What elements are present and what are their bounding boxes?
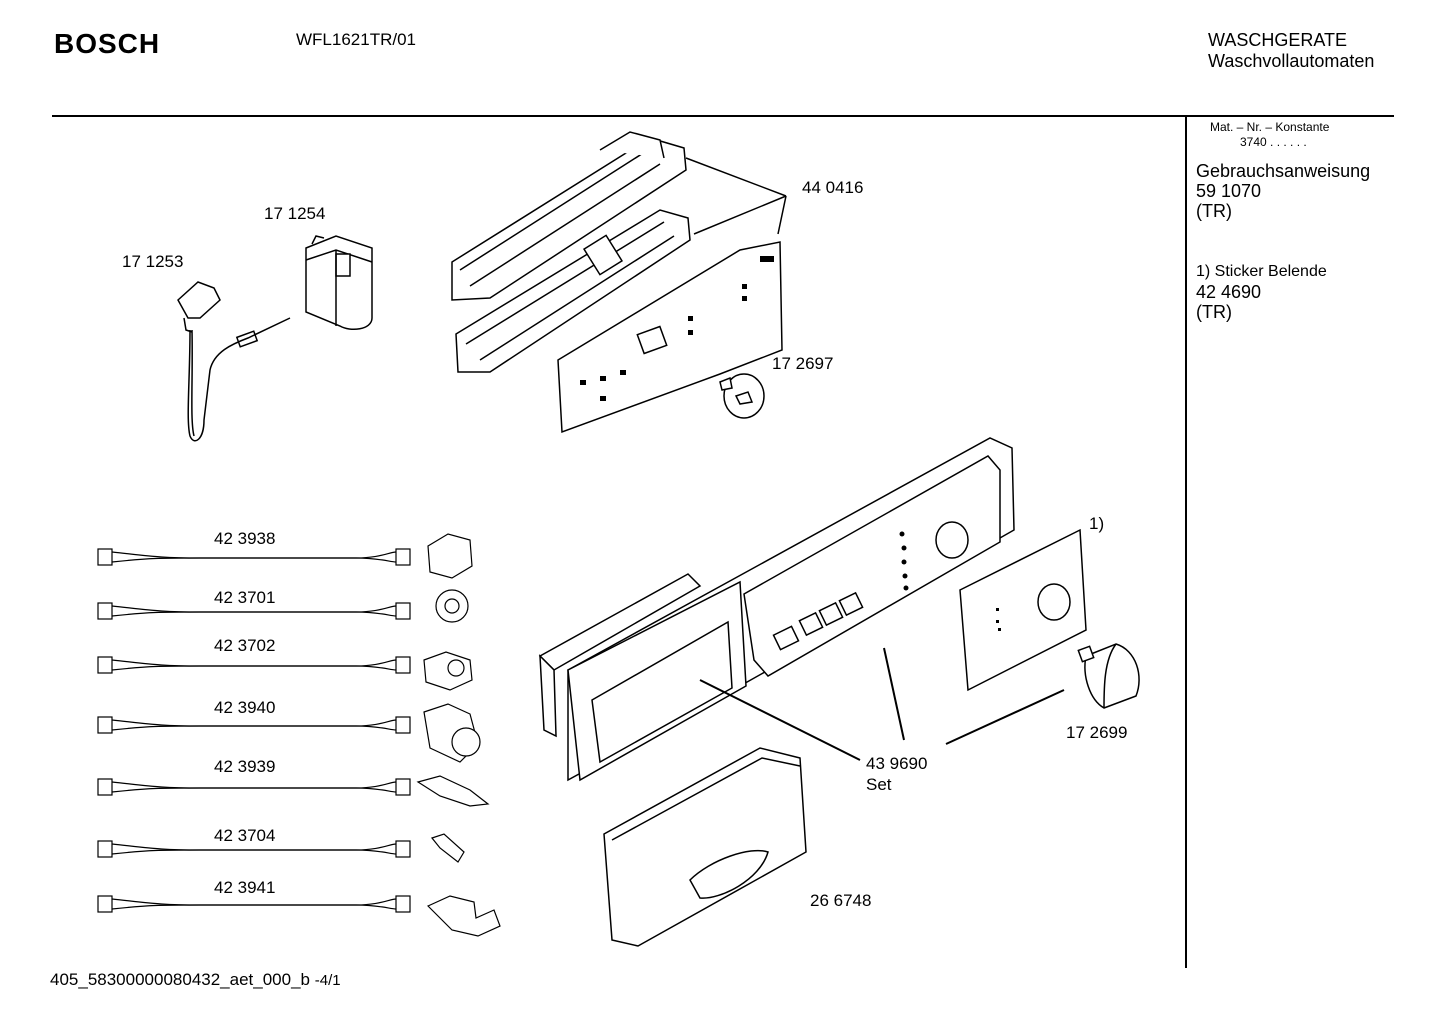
- category-line1: WASCHGERATE: [1208, 30, 1348, 50]
- wire-harnesses-drawing: [97, 548, 411, 913]
- power-cord-drawing: [177, 281, 291, 442]
- reference-label-1: 1): [1089, 514, 1105, 533]
- document-code: 405_58300000080432_aet_000_b -4/1: [50, 970, 341, 990]
- category-line2: Waschvollautomaten: [1208, 51, 1375, 71]
- control-module-housing-drawing: [451, 131, 691, 373]
- part-label-423938: 42 3938: [214, 529, 276, 548]
- drawer-handle-drawing: [603, 747, 807, 947]
- part-label-439690: 43 9690: [866, 754, 928, 773]
- harness-423940: [97, 716, 411, 734]
- manual-title: Gebrauchsanweisung: [1196, 161, 1371, 181]
- part-label-171253: 17 1253: [122, 252, 184, 271]
- leader-lines-440416: [685, 157, 787, 235]
- sticker-block: 1) Sticker Belende 42 4690 (TR): [1196, 262, 1327, 322]
- model-number: WFL1621TR/01: [296, 30, 416, 49]
- footer-page: -4/1: [314, 972, 341, 989]
- footer-code: 405_58300000080432_aet_000_b: [50, 970, 310, 989]
- part-label-423941: 42 3941: [214, 878, 276, 897]
- sticker-belende-drawing: [959, 528, 1087, 692]
- harness-423938: [97, 548, 411, 566]
- switch-components-drawing: [416, 533, 501, 937]
- manual-number: 59 1070: [1196, 181, 1262, 201]
- harness-423941: [97, 895, 411, 913]
- circuit-board-drawing: [557, 241, 783, 434]
- harness-423939: [97, 778, 411, 796]
- part-label-172699: 17 2699: [1066, 723, 1128, 742]
- part-label-423704: 42 3704: [214, 826, 276, 845]
- program-knob-large-drawing: [1077, 643, 1140, 709]
- mat-number-value: 3740 . . . . . .: [1240, 135, 1307, 149]
- part-label-266748: 26 6748: [810, 891, 872, 910]
- manual-block: Gebrauchsanweisung 59 1070 (TR): [1196, 161, 1370, 221]
- part-label-423939: 42 3939: [214, 757, 276, 776]
- part-label-423702: 42 3702: [214, 636, 276, 655]
- manual-lang: (TR): [1196, 201, 1232, 221]
- part-label-423701: 42 3701: [214, 588, 276, 607]
- sticker-lang: (TR): [1196, 302, 1232, 322]
- harness-423704: [97, 840, 411, 858]
- brand-logo: BOSCH: [54, 28, 161, 59]
- part-label-423940: 42 3940: [214, 698, 276, 717]
- mat-number-label: Mat. – Nr. – Konstante: [1210, 120, 1330, 134]
- part-label-439690-set: Set: [866, 775, 892, 794]
- program-knob-small-drawing: [719, 373, 765, 419]
- harness-423702: [97, 656, 411, 674]
- harness-423701: [97, 602, 411, 620]
- part-label-171254: 17 1254: [264, 204, 326, 223]
- part-label-440416: 44 0416: [802, 178, 864, 197]
- sticker-title: 1) Sticker Belende: [1196, 263, 1327, 280]
- part-label-172697: 17 2697: [772, 354, 834, 373]
- leader-lines-439690: [699, 647, 1065, 761]
- fascia-panel-drawing: [538, 437, 1015, 782]
- interference-filter-drawing: [305, 235, 373, 331]
- sticker-number: 42 4690: [1196, 282, 1262, 302]
